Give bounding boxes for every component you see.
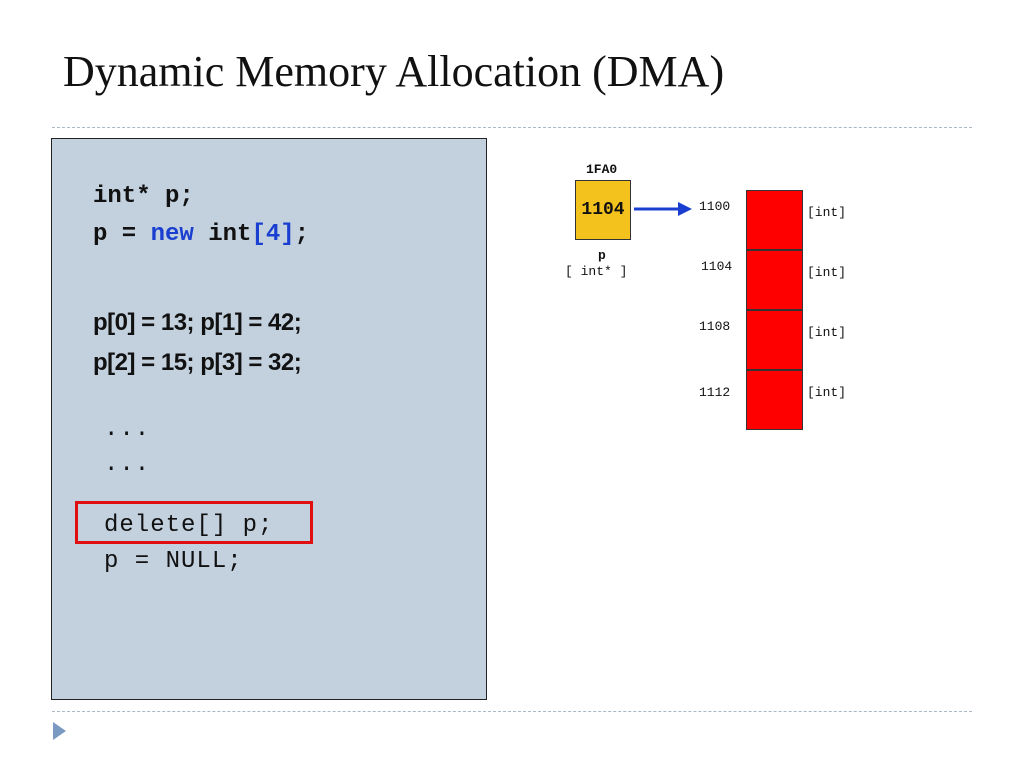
code-line-assign-2: p[2] = 15; p[3] = 32; xyxy=(93,349,302,376)
cell-type-1: [int] xyxy=(807,265,847,280)
array-cell-3 xyxy=(746,370,803,430)
code-line-new: p = new int[4]; xyxy=(93,221,309,248)
code-assign: p = xyxy=(93,221,151,248)
cell-address-2: 1108 xyxy=(699,319,731,334)
ellipsis-line-3: ... xyxy=(104,484,151,498)
cell-address-1: 1104 xyxy=(701,259,733,274)
keyword-new: new xyxy=(150,221,194,248)
slide-title: Dynamic Memory Allocation (DMA) xyxy=(63,47,725,96)
arrow-head xyxy=(678,202,692,216)
pointer-address: 1FA0 xyxy=(586,162,618,177)
code-panel xyxy=(51,138,487,700)
pointer-type: [ int* ] xyxy=(565,264,628,279)
cell-type-3: [int] xyxy=(807,385,847,400)
code-line-assign-1: p[0] = 13; p[1] = 42; xyxy=(93,309,302,336)
pointer-box: 1104 xyxy=(575,180,631,240)
code-type-int: int xyxy=(193,221,252,248)
code-line-delete: delete[] p; xyxy=(104,512,274,539)
array-size: 4 xyxy=(265,221,281,248)
cell-address-0: 1100 xyxy=(699,199,731,214)
semicolon: ; xyxy=(294,221,310,248)
bottom-divider xyxy=(52,711,972,712)
array-cell-0 xyxy=(746,190,803,250)
array-cell-1 xyxy=(746,250,803,310)
top-divider xyxy=(52,127,972,128)
code-line-null: p = NULL; xyxy=(104,548,243,575)
bracket-close: ] xyxy=(280,221,295,248)
cell-type-0: [int] xyxy=(807,205,847,220)
triangle-bullet-icon xyxy=(53,722,66,740)
ellipsis-line-1: ... xyxy=(104,416,151,443)
bracket-open: [ xyxy=(251,221,266,248)
pointer-name: p xyxy=(598,248,606,263)
ellipsis-line-2: ... xyxy=(104,451,151,478)
array-cell-2 xyxy=(746,310,803,370)
delete-highlight-box xyxy=(75,501,313,544)
code-line-declare: int* p; xyxy=(93,183,194,210)
cell-address-3: 1112 xyxy=(699,385,731,400)
pointer-value: 1104 xyxy=(581,200,625,220)
cell-type-2: [int] xyxy=(807,325,847,340)
